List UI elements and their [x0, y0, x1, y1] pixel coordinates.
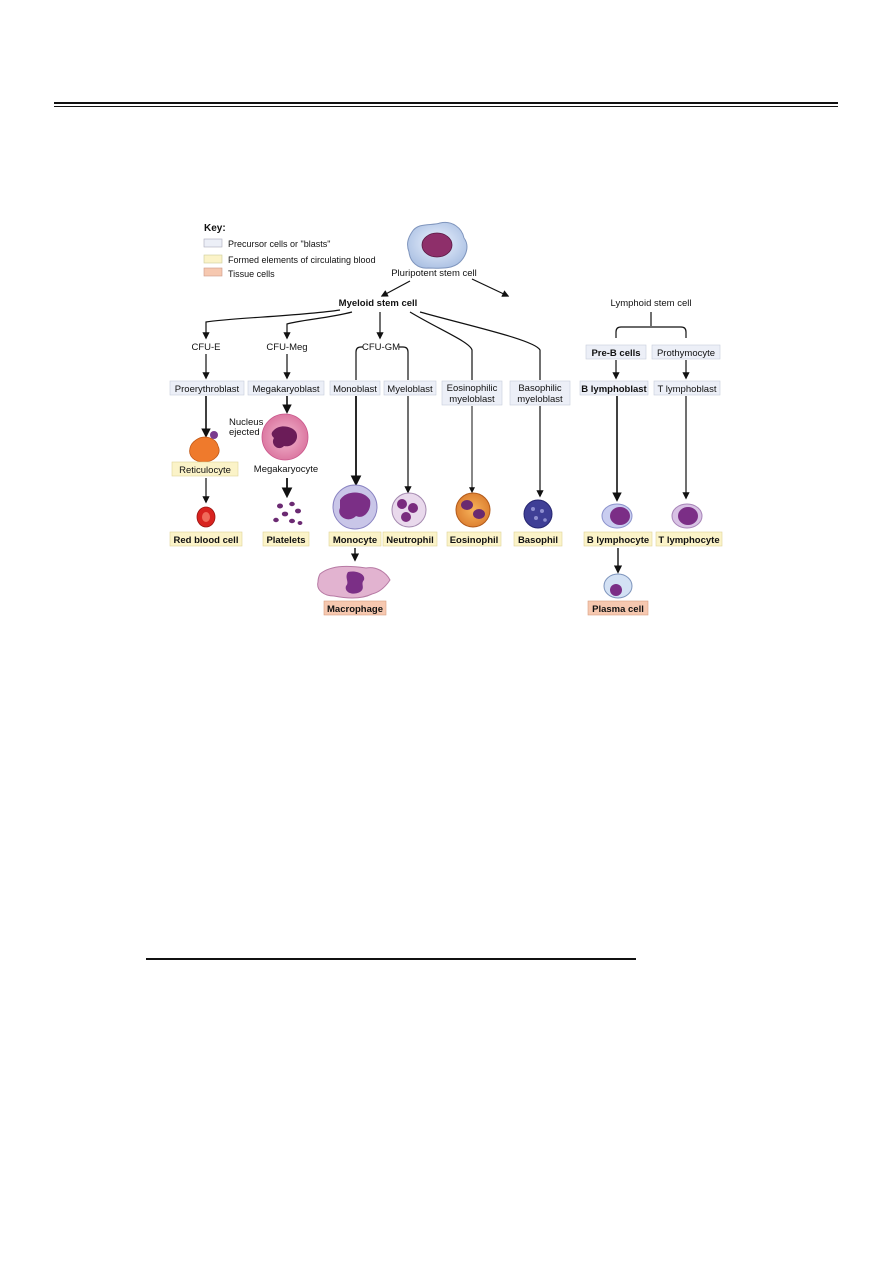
cfu-to-blast-arrows — [202, 354, 690, 380]
label-eosinophilic-line2: myeloblast — [449, 394, 495, 405]
key-swatch-tissue — [203, 267, 223, 277]
label-neutrophil: Neutrophil — [386, 535, 434, 546]
box-platelets — [262, 531, 310, 547]
box-pre-b-cells — [585, 344, 647, 360]
key-label-blast: Precursor cells or "blasts" — [228, 239, 330, 249]
label-t-lymphocyte: T lymphocyte — [658, 535, 719, 546]
key-legend: Key: Precursor cells or "blasts" Formed … — [203, 223, 376, 279]
box-eosinophil — [446, 531, 502, 547]
box-neutrophil — [382, 531, 438, 547]
label-red-blood-cell: Red blood cell — [174, 535, 239, 546]
label-macrophage: Macrophage — [327, 604, 383, 615]
label-megakaryocyte: Megakaryocyte — [254, 464, 318, 475]
neutrophil-image — [391, 492, 427, 528]
box-t-lymphoblast — [653, 380, 721, 396]
box-plasma-cell — [587, 600, 649, 616]
box-proerythroblast — [169, 380, 245, 396]
reticulocyte-image — [189, 436, 220, 463]
myeloid-branch-lines — [202, 309, 541, 380]
blast-row: Proerythroblast Megakaryoblast Monoblast… — [169, 380, 721, 406]
formed-elements-row: Red blood cell Platelets Monocyte Neutro… — [169, 531, 723, 547]
lymphoid-branch-lines — [615, 312, 687, 338]
cfu-gm-bracket — [355, 346, 409, 380]
box-monocyte — [328, 531, 382, 547]
box-macrophage — [323, 600, 387, 616]
basophil-image — [523, 499, 553, 529]
label-proerythroblast: Proerythroblast — [175, 384, 240, 395]
label-eosinophil: Eosinophil — [450, 535, 499, 546]
eosinophil-image — [455, 492, 491, 528]
b-lymphocyte-image — [601, 503, 633, 529]
label-megakaryoblast: Megakaryoblast — [252, 384, 319, 395]
mature-arrows — [202, 478, 623, 574]
stem-arrows — [380, 278, 510, 297]
label-basophilic-line1: Basophilic — [518, 383, 562, 394]
box-red-blood-cell — [169, 531, 243, 547]
label-monoblast: Monoblast — [333, 384, 377, 395]
label-plasma-cell: Plasma cell — [592, 604, 644, 615]
label-pluripotent-stem-cell: Pluripotent stem cell — [391, 268, 477, 279]
blast-to-cell-arrows — [201, 396, 690, 502]
label-myeloblast: Myeloblast — [387, 384, 433, 395]
label-lymphoid-stem-cell: Lymphoid stem cell — [611, 298, 692, 309]
box-megakaryoblast — [247, 380, 325, 396]
label-prothymocyte: Prothymocyte — [657, 348, 715, 359]
key-label-blood: Formed elements of circulating blood — [228, 255, 376, 265]
t-lymphocyte-image — [671, 503, 703, 529]
megakaryocyte-image — [261, 413, 309, 461]
box-monoblast — [329, 380, 381, 396]
box-t-lymphocyte — [655, 531, 723, 547]
label-basophil: Basophil — [518, 535, 558, 546]
label-cfu-meg: CFU-Meg — [266, 342, 307, 353]
label-reticulocyte: Reticulocyte — [179, 465, 231, 476]
box-myeloblast — [383, 380, 437, 396]
section-rule — [146, 958, 636, 960]
label-cfu-gm: CFU-GM — [362, 342, 400, 353]
box-b-lymphocyte — [583, 531, 653, 547]
key-swatch-blast — [203, 238, 223, 248]
label-b-lymphoblast: B lymphoblast — [581, 384, 647, 395]
key-swatch-blood — [203, 254, 223, 264]
key-label-tissue: Tissue cells — [228, 269, 275, 279]
label-eosinophilic-line1: Eosinophilic — [447, 383, 498, 394]
pluripotent-stem-cell-image — [407, 221, 468, 269]
box-basophil — [513, 531, 563, 547]
monocyte-image — [332, 484, 378, 530]
label-basophilic-line2: myeloblast — [517, 394, 563, 405]
platelets-image — [273, 501, 303, 525]
ejected-nucleus-image — [210, 431, 218, 439]
label-myeloid-stem-cell: Myeloid stem cell — [339, 298, 418, 309]
label-t-lymphoblast: T lymphoblast — [658, 384, 717, 395]
label-b-lymphocyte: B lymphocyte — [587, 535, 649, 546]
red-blood-cell-image — [196, 506, 216, 528]
header-rule — [54, 102, 838, 107]
box-basophilic-myeloblast — [509, 380, 571, 406]
label-nucleus: Nucleus — [229, 417, 264, 428]
label-platelets: Platelets — [266, 535, 305, 546]
macrophage-image — [317, 565, 391, 599]
plasma-cell-image — [603, 573, 633, 599]
box-eosinophilic-myeloblast — [441, 380, 503, 406]
label-monocyte: Monocyte — [333, 535, 377, 546]
box-prothymocyte — [651, 344, 721, 360]
key-title: Key: — [204, 223, 226, 234]
label-cfu-e: CFU-E — [191, 342, 220, 353]
box-b-lymphoblast — [579, 380, 649, 396]
label-pre-b-cells: Pre-B cells — [591, 348, 640, 359]
box-reticulocyte — [171, 461, 239, 477]
label-ejected: ejected — [229, 427, 260, 438]
